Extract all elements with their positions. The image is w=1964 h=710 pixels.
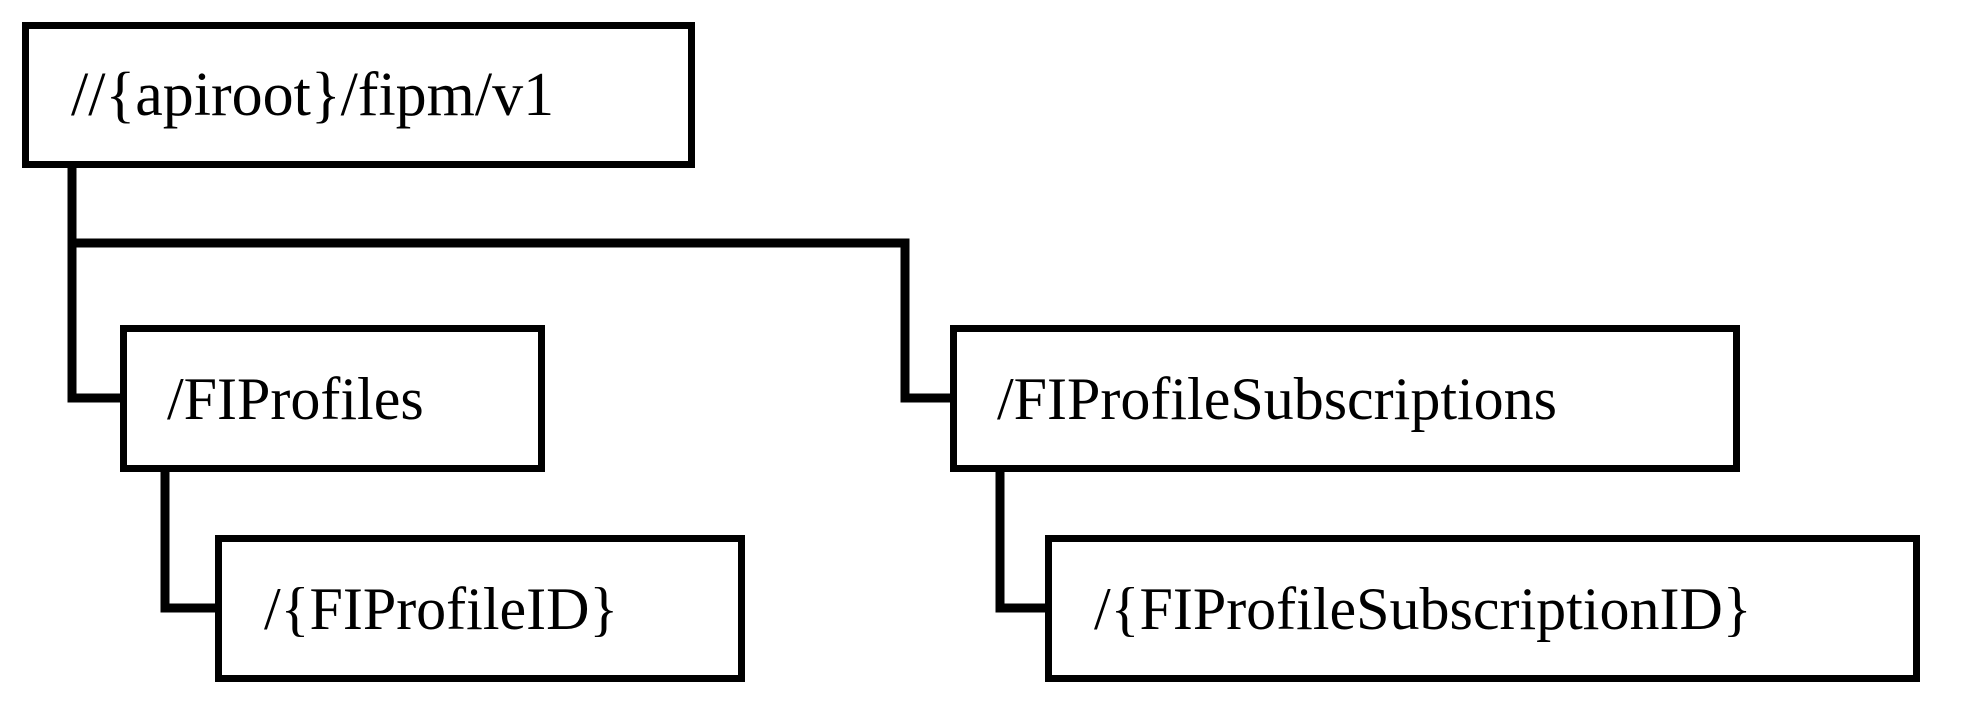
node-label-fiprofile-subscription-id: /{FIProfileSubscriptionID} (1094, 575, 1752, 642)
node-label-fiprofile-subscriptions: /FIProfileSubscriptions (997, 365, 1558, 432)
edge-fiprofilesubscriptions-to-fiprofilesubscriptionid (995, 472, 1045, 613)
edge-fiprofiles-to-fiprofileid (160, 472, 215, 613)
node-fiprofiles[interactable]: /FIProfiles (120, 325, 545, 472)
node-label-fiprofiles: /FIProfiles (167, 365, 424, 432)
node-fiprofile-subscriptions[interactable]: /FIProfileSubscriptions (950, 325, 1740, 472)
node-label-api-root: //{apiroot}/fipm/v1 (71, 61, 555, 129)
edge-root-to-fiprofiles (67, 168, 120, 403)
node-fiprofile-id[interactable]: /{FIProfileID} (215, 535, 745, 682)
node-fiprofile-subscription-id[interactable]: /{FIProfileSubscriptionID} (1045, 535, 1920, 682)
node-label-fiprofile-id: /{FIProfileID} (264, 575, 619, 642)
node-api-root[interactable]: //{apiroot}/fipm/v1 (22, 22, 695, 168)
